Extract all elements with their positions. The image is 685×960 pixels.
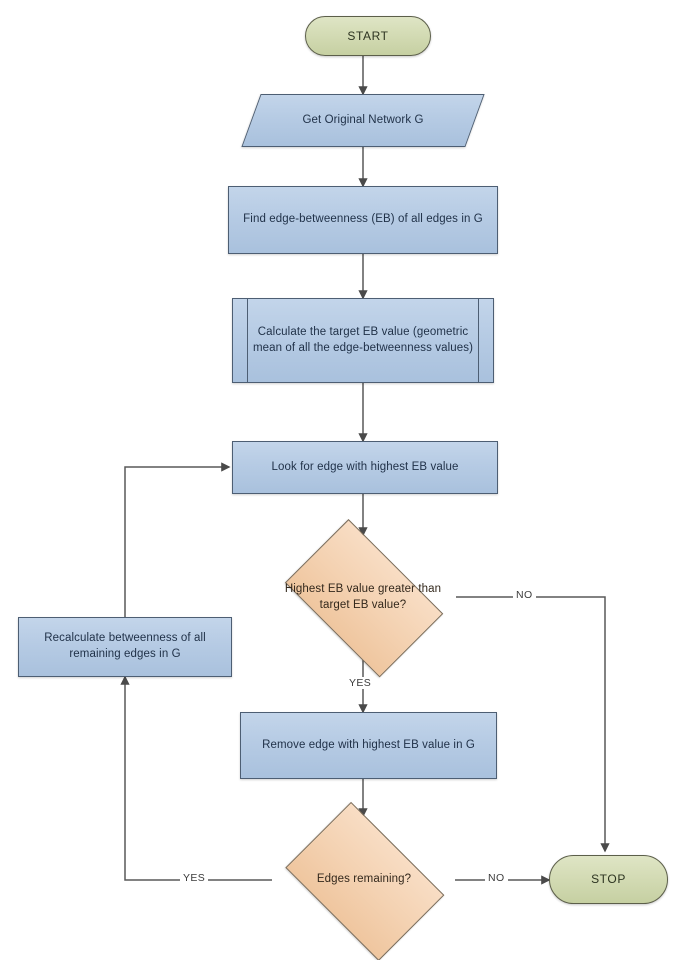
node-get-original-network[interactable]: Get Original Network G	[241, 94, 485, 147]
node-decision-edges-remaining[interactable]: Edges remaining?	[272, 801, 456, 960]
node-calculate-target-eb-label: Calculate the target EB value (geometric…	[252, 325, 474, 354]
edge-label-highest-eb-no: NO	[513, 589, 536, 601]
edge-label-edges-remaining-yes: YES	[180, 872, 209, 884]
node-remove-edge-label: Remove edge with highest EB value in G	[262, 738, 475, 751]
connector-decision-highest-no-to-stop	[456, 596, 610, 853]
node-stop-label: STOP	[591, 872, 626, 887]
node-find-edge-betweenness[interactable]: Find edge-betweenness (EB) of all edges …	[228, 186, 498, 254]
node-look-for-edge-label: Look for edge with highest EB value	[271, 460, 459, 473]
node-get-original-network-label: Get Original Network G	[302, 113, 424, 126]
connector-recalculate-to-look-for-edge	[124, 462, 231, 617]
node-decision-edges-remaining-label: Edges remaining?	[316, 873, 412, 886]
edge-label-highest-eb-yes: YES	[346, 677, 375, 689]
node-stop[interactable]: STOP	[549, 855, 668, 904]
node-recalculate-betweenness[interactable]: Recalculate betweenness of all remaining…	[18, 617, 232, 677]
connector-decision-remaining-yes-to-recalculate	[120, 675, 272, 881]
node-decision-highest-eb[interactable]: Highest EB value greater than target EB …	[270, 519, 456, 678]
node-recalculate-betweenness-label: Recalculate betweenness of all remaining…	[44, 632, 206, 660]
node-look-for-edge[interactable]: Look for edge with highest EB value	[232, 441, 498, 494]
node-decision-highest-eb-label: Highest EB value greater than target EB …	[284, 582, 442, 611]
node-find-edge-betweenness-label: Find edge-betweenness (EB) of all edges …	[243, 213, 483, 226]
node-start-label: START	[347, 28, 389, 43]
node-calculate-target-eb[interactable]: Calculate the target EB value (geometric…	[232, 298, 494, 383]
node-remove-edge[interactable]: Remove edge with highest EB value in G	[240, 712, 497, 779]
edge-label-edges-remaining-no: NO	[485, 872, 508, 884]
node-start[interactable]: START	[305, 16, 431, 56]
